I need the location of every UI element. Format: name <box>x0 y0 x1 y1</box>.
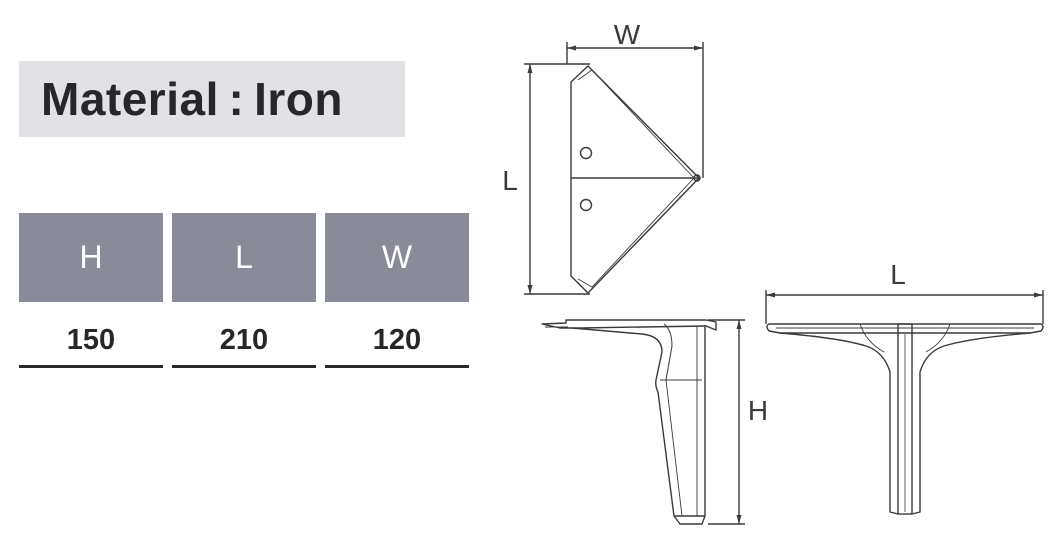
dim-header-w-label: W <box>381 239 413 275</box>
dim-underline-l <box>172 365 316 368</box>
dim-header-l-label: L <box>235 239 253 275</box>
dim-header-l: L <box>172 213 316 302</box>
top-view-length-label: L <box>502 165 518 196</box>
dim-underline-w <box>325 365 469 368</box>
dim-underline-h <box>19 365 163 368</box>
dim-header-h: H <box>19 213 163 302</box>
material-banner: Material : Iron <box>19 61 405 137</box>
front-view <box>765 290 1044 515</box>
dim-value-w: 120 <box>372 323 422 356</box>
dim-header-h-label: H <box>79 239 103 275</box>
top-view-width-label: W <box>614 19 641 50</box>
dim-value-h: 150 <box>66 323 116 356</box>
dim-value-l: 210 <box>219 323 269 356</box>
top-view <box>524 42 704 295</box>
dim-header-w: W <box>325 213 469 302</box>
side-view-height-label: H <box>748 395 768 426</box>
material-label: Material : Iron <box>41 73 343 125</box>
side-view <box>541 319 745 525</box>
front-view-length-label: L <box>890 259 906 290</box>
